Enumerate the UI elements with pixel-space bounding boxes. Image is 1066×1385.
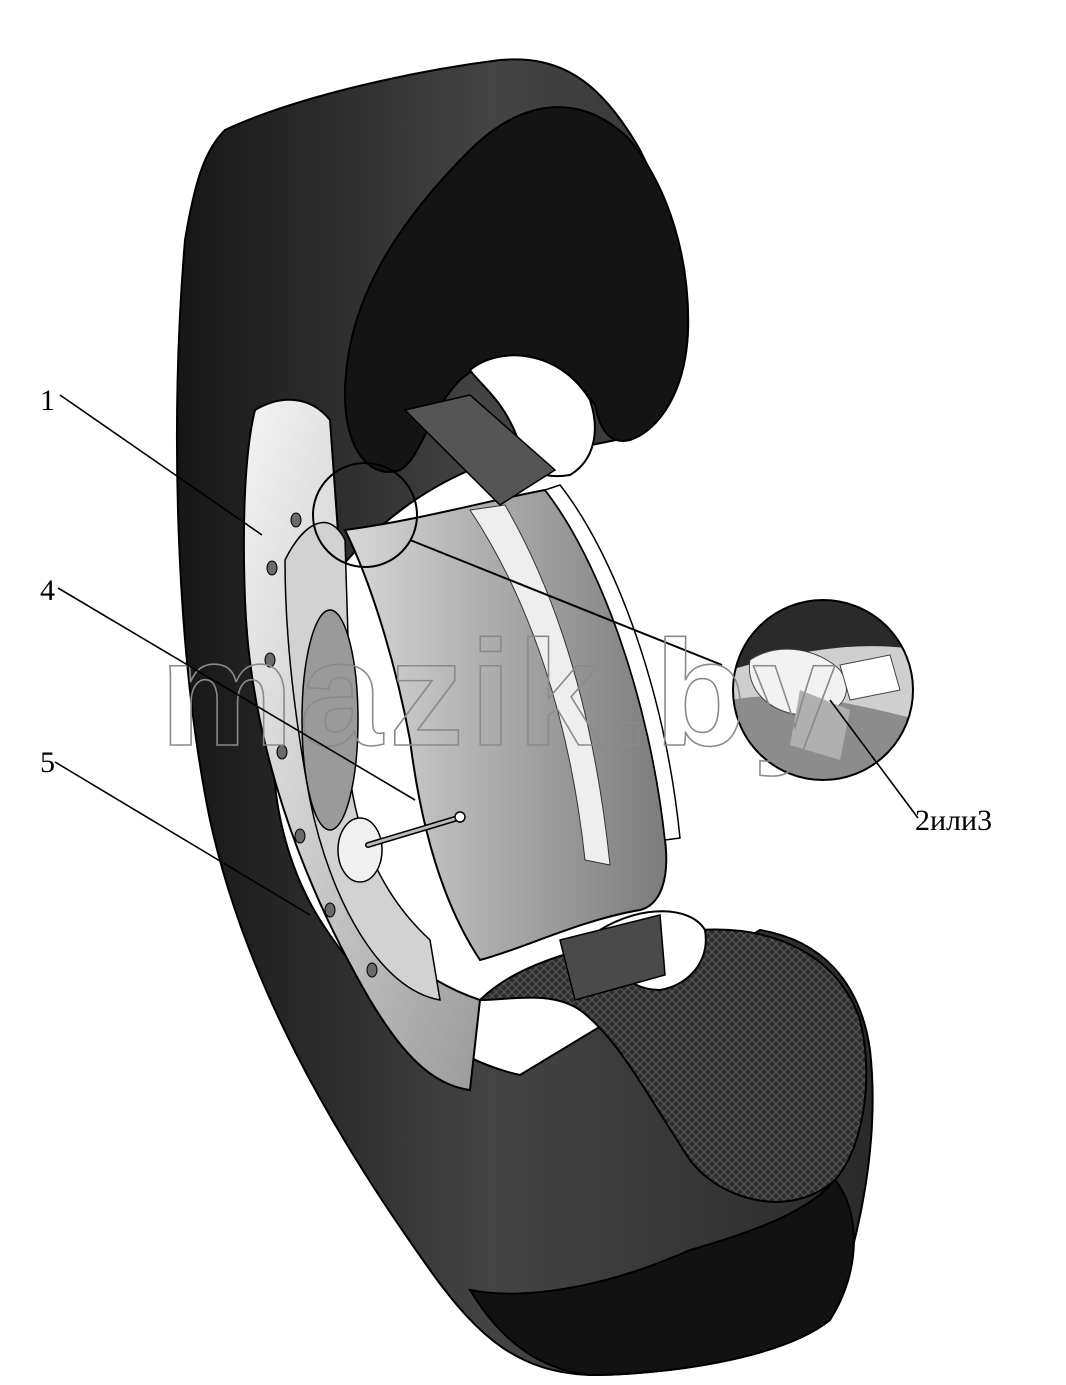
- lower-lock-ring: [559, 914, 666, 1001]
- callout-label-1: 1: [40, 384, 55, 417]
- stud-hole: [264, 652, 276, 668]
- stud-hole: [276, 744, 288, 760]
- rim: [242, 354, 707, 1092]
- callout-label-2or3: 2или3: [915, 804, 992, 837]
- detail-connector-line: [409, 539, 723, 666]
- tire-upper-section: [343, 106, 690, 473]
- callout-label-5: 5: [40, 746, 55, 779]
- magnified-detail: [732, 599, 914, 781]
- rim-barrel-highlight: [469, 504, 611, 866]
- stud-hole: [294, 828, 306, 844]
- tire-lower-tread: [467, 1178, 855, 1377]
- upper-lock-ring: [403, 394, 557, 506]
- stud-hole: [324, 902, 336, 918]
- leader-1: [59, 394, 263, 536]
- leader-5: [54, 761, 311, 916]
- valve: [365, 811, 466, 848]
- rim-barrel-edge: [543, 484, 681, 841]
- watermark-text: mazik.by: [160, 609, 842, 777]
- detail-marker-circle: [312, 462, 418, 568]
- stud-holes: [264, 512, 378, 978]
- leader-4: [57, 587, 416, 801]
- upper-bead-seat: [468, 354, 596, 478]
- stud-hole: [366, 962, 378, 978]
- stud-hole: [290, 512, 302, 528]
- stud-hole: [266, 560, 278, 576]
- hub-boss: [337, 817, 383, 883]
- leader-lines: [54, 394, 919, 916]
- callout-label-4: 4: [40, 574, 55, 607]
- leader-2or3: [829, 699, 919, 819]
- center-bore: [301, 609, 359, 831]
